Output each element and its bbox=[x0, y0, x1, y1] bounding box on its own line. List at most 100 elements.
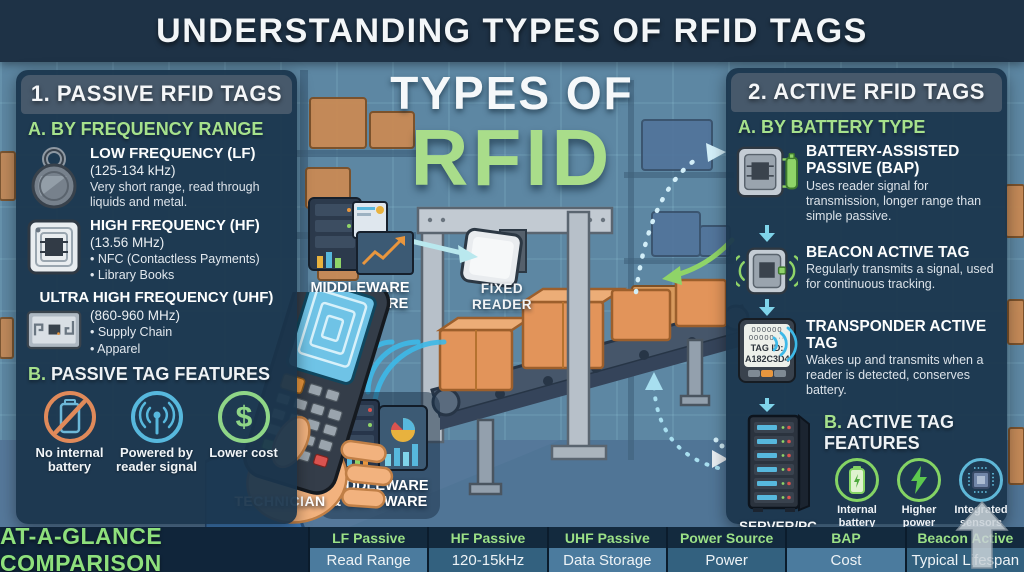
section-b-title: ACTIVE TAG FEATURES bbox=[824, 412, 954, 454]
comparison-column: HF Passive 120-15kHz bbox=[427, 527, 547, 572]
uhf-label-tag-icon bbox=[26, 308, 82, 352]
middleware-card-top: MIDDLEWARE & SOFTWARE bbox=[294, 196, 426, 313]
comparison-column: Beacon Active Typical Lifespan bbox=[904, 527, 1024, 572]
column-header: LF Passive bbox=[310, 527, 428, 548]
passive-features-row: No internal battery Powered by reader si… bbox=[16, 387, 297, 475]
transponder-keys bbox=[744, 367, 790, 378]
dollar-icon: $ bbox=[217, 390, 270, 443]
chip-icon bbox=[959, 458, 1003, 503]
feature-internal-battery: Internal battery bbox=[826, 458, 888, 564]
svg-text:$: $ bbox=[235, 401, 252, 434]
lf-name: LOW FREQUENCY (LF) bbox=[90, 145, 256, 162]
lf-desc: Very short range, read through liquids a… bbox=[90, 179, 260, 209]
tag-screen-line1: 000000 bbox=[751, 324, 783, 334]
transponder-name: TRANSPONDER ACTIVE TAG bbox=[806, 317, 987, 353]
passive-section-b-heading: B. PASSIVE TAG FEATURES bbox=[16, 361, 297, 387]
middleware-top-label: MIDDLEWARE & SOFTWARE bbox=[294, 280, 426, 313]
column-header: Beacon Active bbox=[906, 527, 1024, 548]
active-item-transponder: 000000 00000··· TAG ID: A182C3D4 bbox=[726, 317, 1007, 399]
passive-item-lf: LOW FREQUENCY (LF) (125-134 kHz) Very sh… bbox=[16, 144, 297, 216]
comparison-column: UHF Passive Data Storage bbox=[546, 527, 666, 572]
comparison-column: LF Passive Read Range bbox=[308, 527, 428, 572]
beacon-tag-icon bbox=[736, 244, 798, 298]
passive-rfid-panel: 1. PASSIVE RFID TAGS A. BY FREQUENCY RAN… bbox=[16, 70, 297, 524]
tag-id-label: TAG ID: bbox=[750, 342, 784, 353]
active-item-beacon-text: BEACON ACTIVE TAG Regularly transmits a … bbox=[806, 244, 999, 292]
bap-name: BATTERY-ASSISTED PASSIVE (BAP) bbox=[806, 143, 960, 178]
down-arrow-icon bbox=[736, 224, 798, 243]
bap-desc: Uses reader signal for transmission, lon… bbox=[806, 178, 982, 223]
active-section-b-heading: B. ACTIVE TAG FEATURES bbox=[824, 412, 1014, 456]
column-header: BAP bbox=[787, 527, 905, 548]
transponder-screen: 000000 00000··· TAG ID: A182C3D4 bbox=[744, 323, 790, 367]
passive-panel-header: 1. PASSIVE RFID TAGS bbox=[21, 75, 292, 114]
column-header: UHF Passive bbox=[548, 527, 666, 548]
passive-item-uhf: ULTRA HIGH FREQUENCY (UHF) (860-960 MHz)… bbox=[16, 287, 297, 361]
server-rack-icon bbox=[747, 414, 810, 513]
key bbox=[748, 369, 760, 377]
beacon-desc: Regularly transmits a signal, used for c… bbox=[806, 262, 994, 292]
middleware-label-line2: & SOFTWARE bbox=[311, 295, 409, 312]
column-value: Cost bbox=[787, 548, 905, 572]
active-item-bap: BATTERY-ASSISTED PASSIVE (BAP) Uses read… bbox=[726, 142, 1007, 224]
passive-item-hf: HIGH FREQUENCY (HF) (13.56 MHz) • NFC (C… bbox=[16, 216, 297, 287]
transponder-desc: Wakes up and transmits when a reader is … bbox=[806, 353, 984, 398]
reader-signal-icon bbox=[130, 390, 183, 443]
center-heading-line1: TYPES OF bbox=[390, 67, 634, 119]
lightning-icon bbox=[897, 458, 941, 503]
feature-label: Lower cost bbox=[209, 444, 278, 460]
active-item-transponder-text: TRANSPONDER ACTIVE TAG Wakes up and tran… bbox=[772, 317, 999, 399]
uhf-bullet-1: • Supply Chain bbox=[90, 325, 173, 340]
feature-label: No internal battery bbox=[35, 444, 104, 475]
bap-tag-battery-icon bbox=[736, 143, 798, 201]
middleware-dashboard-icon bbox=[308, 197, 414, 275]
passive-item-uhf-row: (860-960 MHz) • Supply Chain • Apparel bbox=[16, 306, 297, 361]
passive-item-uhf-text: (860-960 MHz) • Supply Chain • Apparel bbox=[90, 308, 289, 357]
column-value: Read Range bbox=[310, 548, 428, 572]
feature-lower-cost: $ Lower cost bbox=[200, 390, 287, 475]
hf-name: HIGH FREQUENCY (HF) bbox=[90, 217, 260, 234]
lf-range: (125-134 kHz) bbox=[90, 162, 176, 178]
comparison-table: LF Passive Read Range HF Passive 120-15k… bbox=[308, 527, 1024, 572]
center-heading-line2: RFID bbox=[410, 113, 614, 202]
uhf-range: (860-960 MHz) bbox=[90, 308, 181, 324]
column-value: 120-15kHz bbox=[429, 548, 547, 572]
battery-icon bbox=[835, 458, 879, 503]
hf-bullet-1: • NFC (Contactless Payments) bbox=[90, 251, 260, 266]
feature-reader-signal: Powered by reader signal bbox=[113, 390, 200, 475]
no-battery-icon bbox=[43, 390, 96, 443]
passive-section-a-heading: A. BY FREQUENCY RANGE bbox=[28, 119, 264, 139]
center-heading: TYPES OF RFID bbox=[312, 66, 712, 202]
server-column: SERVER/PC bbox=[736, 412, 820, 564]
section-b-title: PASSIVE TAG FEATURES bbox=[46, 363, 271, 384]
column-header: HF Passive bbox=[429, 527, 547, 548]
active-section-a-heading: A. BY BATTERY TYPE bbox=[738, 117, 926, 137]
active-rfid-panel: 2. ACTIVE RFID TAGS A. BY BATTERY TYPE B… bbox=[726, 68, 1017, 565]
active-panel-header: 2. ACTIVE RFID TAGS bbox=[731, 73, 1002, 112]
passive-item-hf-text: HIGH FREQUENCY (HF) (13.56 MHz) • NFC (C… bbox=[90, 217, 289, 283]
comparison-column: BAP Cost bbox=[785, 527, 905, 572]
down-arrow-icon bbox=[736, 398, 798, 413]
key bbox=[774, 369, 786, 377]
section-b-prefix: B. bbox=[28, 363, 46, 384]
middleware-analytics-icon bbox=[332, 399, 428, 471]
top-title-bar: UNDERSTANDING TYPES OF RFID TAGS bbox=[0, 0, 1024, 62]
column-value: Typical Lifespan bbox=[906, 548, 1024, 572]
uhf-bullet-2: • Apparel bbox=[90, 341, 141, 356]
hf-range: (13.56 MHz) bbox=[90, 234, 165, 250]
page-title: UNDERSTANDING TYPES OF RFID TAGS bbox=[156, 11, 868, 50]
passive-item-lf-text: LOW FREQUENCY (LF) (125-134 kHz) Very sh… bbox=[90, 145, 289, 210]
middleware-label-line1: MIDDLEWARE bbox=[310, 280, 410, 296]
column-value: Power bbox=[667, 548, 786, 572]
fixed-reader-line2: READER bbox=[471, 296, 532, 312]
signal-waves-icon bbox=[772, 326, 798, 362]
section-b-prefix: B. bbox=[824, 412, 842, 433]
active-item-beacon: BEACON ACTIVE TAG Regularly transmits a … bbox=[726, 243, 1007, 298]
fixed-reader-line1: FIXED bbox=[480, 281, 524, 296]
feature-no-battery: No internal battery bbox=[26, 390, 113, 475]
down-arrow-icon bbox=[736, 298, 798, 317]
column-value: Data Storage bbox=[548, 548, 666, 572]
comparison-title: AT-A-GLANCE COMPARISON bbox=[0, 522, 163, 572]
active-item-bap-text: BATTERY-ASSISTED PASSIVE (BAP) Uses read… bbox=[806, 143, 999, 224]
